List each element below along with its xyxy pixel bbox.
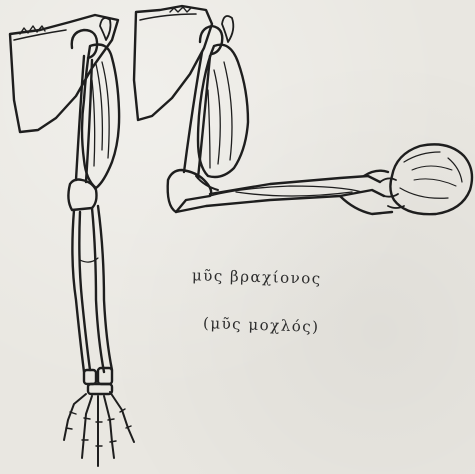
- caption-main: μῦς βραχίονος: [192, 266, 322, 287]
- forearm-bones-left: [72, 206, 112, 372]
- arm-extended-illustration: [10, 15, 134, 466]
- wrist-left: [84, 368, 112, 394]
- weight-ball-right: [390, 144, 472, 214]
- hand-left: [64, 392, 134, 466]
- arm-flexed-lever-illustration: [134, 6, 472, 214]
- elbow-left: [68, 180, 96, 211]
